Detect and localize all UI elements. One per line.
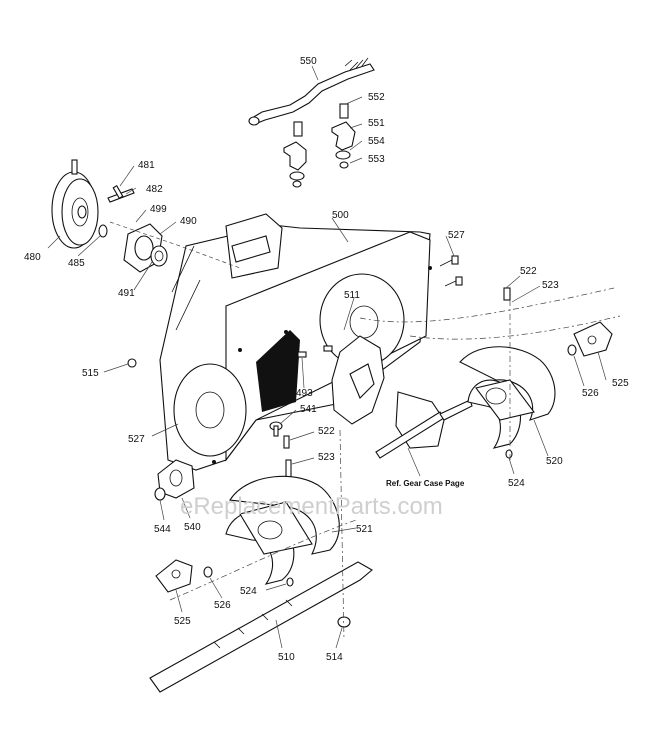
auger-left-part bbox=[225, 475, 340, 585]
spacer-part bbox=[98, 224, 108, 238]
spacer-upper-part bbox=[505, 449, 513, 459]
shear-bolt-upper-part bbox=[503, 287, 511, 301]
callout-515: 515 bbox=[82, 368, 99, 379]
bearing-lower-part bbox=[155, 559, 213, 593]
callout-544: 544 bbox=[154, 524, 171, 535]
carriage-bolt-part bbox=[269, 421, 283, 437]
chute-handle-rod-part bbox=[248, 57, 375, 126]
callout-525: 525 bbox=[174, 616, 191, 627]
callout-527: 527 bbox=[128, 434, 145, 445]
bearing-flange-part bbox=[123, 223, 168, 273]
watermark: eReplacementParts.com bbox=[180, 493, 443, 520]
bearing-upper-part bbox=[567, 321, 613, 357]
callout-491: 491 bbox=[118, 288, 135, 299]
callout-520: 520 bbox=[546, 456, 563, 467]
shave-plate-part bbox=[149, 561, 373, 693]
callout-554: 554 bbox=[368, 136, 385, 147]
axis-lines bbox=[109, 221, 621, 641]
callout-480: 480 bbox=[24, 252, 41, 263]
spacer-lower-part bbox=[286, 577, 294, 587]
callout-540: 540 bbox=[184, 522, 201, 533]
gear-case-part bbox=[331, 335, 473, 459]
screw-part bbox=[112, 185, 124, 199]
callout-523: 523 bbox=[318, 452, 335, 463]
callout-510: 510 bbox=[278, 652, 295, 663]
shear-pin-lower-part bbox=[285, 459, 292, 479]
bolts-upper-part bbox=[439, 255, 463, 287]
callout-541: 541 bbox=[300, 404, 317, 415]
callout-490: 490 bbox=[180, 216, 197, 227]
callout-524: 524 bbox=[508, 478, 525, 489]
callout-481: 481 bbox=[138, 160, 155, 171]
reference-note: Ref. Gear Case Page bbox=[386, 479, 465, 488]
leader-lines bbox=[47, 65, 607, 649]
callout-485: 485 bbox=[68, 258, 85, 269]
callout-499: 499 bbox=[150, 204, 167, 215]
callout-527: 527 bbox=[448, 230, 465, 241]
chute-clamp-right-part bbox=[331, 103, 356, 169]
callout-525: 525 bbox=[612, 378, 629, 389]
callout-550: 550 bbox=[300, 56, 317, 67]
shear-bolt-lower-part bbox=[283, 435, 290, 449]
callout-523: 523 bbox=[542, 280, 559, 291]
pulley-part bbox=[51, 159, 99, 249]
auger-right-part bbox=[459, 346, 556, 449]
housing-bolts-part bbox=[297, 345, 333, 358]
callout-526: 526 bbox=[582, 388, 599, 399]
auger-housing-part bbox=[159, 213, 432, 471]
callout-522: 522 bbox=[520, 266, 537, 277]
callout-511: 511 bbox=[344, 290, 360, 301]
grease-fitting-part bbox=[127, 358, 137, 368]
callout-522: 522 bbox=[318, 426, 335, 437]
callout-493: 493 bbox=[296, 388, 313, 399]
chute-clamp-left-part bbox=[283, 121, 307, 188]
callout-526: 526 bbox=[214, 600, 231, 611]
callout-521: 521 bbox=[356, 524, 373, 535]
callout-551: 551 bbox=[368, 118, 385, 129]
callout-500: 500 bbox=[332, 210, 349, 221]
callout-552: 552 bbox=[368, 92, 385, 103]
callout-514: 514 bbox=[326, 652, 343, 663]
bearing-mount-part bbox=[154, 459, 195, 501]
callout-524: 524 bbox=[240, 586, 257, 597]
callout-553: 553 bbox=[368, 154, 385, 165]
callout-482: 482 bbox=[146, 184, 163, 195]
